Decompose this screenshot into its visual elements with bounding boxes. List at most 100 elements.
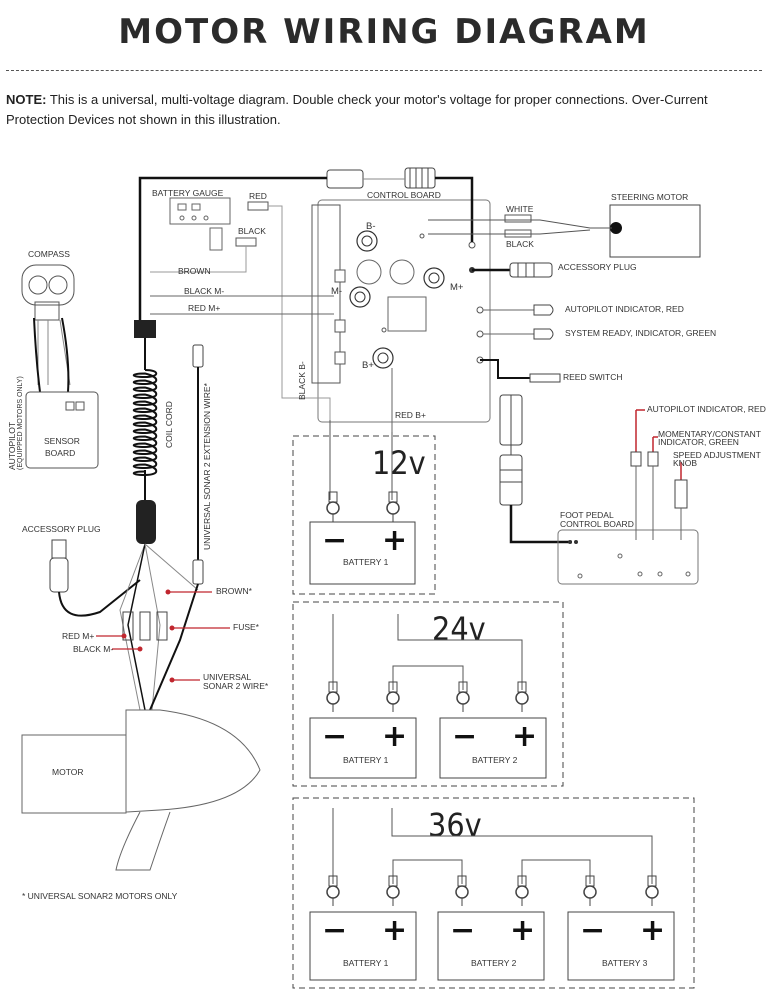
motor-label: MOTOR [52,767,83,777]
title-divider [6,70,762,71]
terminal-ring [326,885,340,899]
terminal-ring [515,691,529,705]
b-minus-label: B- [366,221,376,232]
battery-12-1-label: BATTERY 1 [343,557,389,567]
steering-motor: STEERING MOTOR WHITE BLACK [428,192,701,258]
section-36v: 36v − + BATTERY 1 − + BATTERY 2 − + BATT… [292,797,695,989]
us2-extension: UNIVERSAL SONAR 2 EXTENSION WIRE* [192,344,212,585]
sensor-board-label-2: BOARD [45,448,75,458]
battery-36-3: − + BATTERY 3 [567,911,675,981]
fuse-star-label: FUSE* [233,622,260,632]
red-m-plus-label: RED M+ [188,303,220,313]
compass: COMPASS [21,249,75,393]
terminal-ring [645,885,659,899]
accessory-plug-right-label: ACCESSORY PLUG [558,262,637,272]
b-plus-label: B+ [362,360,374,371]
motor-harness: BROWN* FUSE* RED M+ BLACK M- UNIVERSAL S… [62,543,269,711]
foot-pedal-board: FOOT PEDAL CONTROL BOARD AUTOPILOT INDIC… [557,404,766,585]
system-ready-label: SYSTEM READY, INDICATOR, GREEN [565,328,716,338]
us2-wire-label-2: SONAR 2 WIRE* [203,681,269,691]
autopilot-vertical-label: AUTOPILOT [7,422,17,470]
autopilot-indicator-red-label: AUTOPILOT INDICATOR, RED [565,304,684,314]
terminal-ring [455,885,469,899]
autopilot-indicator-red-2-label: AUTOPILOT INDICATOR, RED [647,404,766,414]
terminal-ring [386,885,400,899]
battery-terminals [326,491,659,906]
battery-12-1: − + BATTERY 1 [309,521,416,585]
reed-switch-label: REED SWITCH [563,372,623,382]
foot-pedal-label-2: CONTROL BOARD [560,519,634,529]
autopilot-vertical-sub-label: (EQUIPPED MOTORS ONLY) [17,376,24,470]
red-m-plus-left-label: RED M+ [62,631,94,641]
plus-sign: + [382,523,407,558]
top-connectors [138,167,474,320]
board-wires: BROWN BLACK M- RED M+ CONTROL BOARD B- M… [150,190,464,432]
terminal-sleeve [388,491,398,503]
volt-12-label: 12v [372,444,426,482]
control-board [311,199,491,423]
terminal-ring [386,501,400,515]
coil-cord: COIL CORD [132,320,174,544]
battery-24-2: − + BATTERY 2 [439,717,547,779]
minus-sign: − [322,719,347,754]
plus-sign: + [382,719,407,754]
brown-label: BROWN [178,266,211,276]
black-b-minus-label: BLACK B- [297,361,307,400]
speed-label-1: SPEED ADJUSTMENT [673,450,761,460]
volt-36-label: 36v [428,806,482,844]
battery-36-1-label: BATTERY 1 [343,958,389,968]
page-title: MOTOR WIRING DIAGRAM [118,12,650,52]
section-12v: 12v − + BATTERY 1 [292,420,436,595]
note-label: NOTE: [6,92,47,107]
battery-24-1-label: BATTERY 1 [343,755,389,765]
battery-36-2-label: BATTERY 2 [471,958,517,968]
brown-star-label: BROWN* [216,586,253,596]
accessory-plug-right: ACCESSORY PLUG [472,262,637,278]
terminal-ring [583,885,597,899]
white-label: WHITE [506,204,534,214]
speed-label-2: KNOB [673,458,697,468]
terminal-ring [386,691,400,705]
gauge-red-label: RED [249,191,267,201]
minus-sign: − [452,719,477,754]
minus-sign: − [322,913,347,948]
terminal-ring [326,501,340,515]
accessory-plug-left-label: ACCESSORY PLUG [22,524,101,534]
volt-24-label: 24v [432,610,486,648]
sensor-board-label-1: SENSOR [44,436,80,446]
terminal-ring [326,691,340,705]
terminal-ring [515,885,529,899]
black-m-minus-left-label: BLACK M- [73,644,113,654]
momentary-label-2: INDICATOR, GREEN [658,437,739,447]
terminal-ring [456,691,470,705]
note-body: This is a universal, multi-voltage diagr… [6,92,708,127]
m-plus-label: M+ [450,282,464,293]
momentary-label-1: MOMENTARY/CONSTANT [658,429,761,439]
battery-24-1: − + BATTERY 1 [309,717,417,779]
foot-pedal-label-1: FOOT PEDAL [560,510,614,520]
trolling-motor: MOTOR [21,709,261,871]
gauge-black-label: BLACK [238,226,266,236]
minus-sign: − [322,523,347,558]
control-board-label: CONTROL BOARD [367,190,441,200]
coil-cord-label: COIL CORD [164,401,174,448]
accessory-plug-left: ACCESSORY PLUG [22,524,141,617]
sensor-board: SENSOR BOARD AUTOPILOT (EQUIPPED MOTORS … [7,376,99,470]
plus-sign: + [512,719,537,754]
battery-36-3-label: BATTERY 3 [602,958,648,968]
black-label: BLACK [506,239,534,249]
foot-pedal-cable [499,394,572,544]
battery-gauge: BATTERY GAUGE RED BLACK [150,188,331,420]
indicators: AUTOPILOT INDICATOR, RED SYSTEM READY, I… [480,304,716,383]
us2-wire-label-1: UNIVERSAL [203,672,251,682]
battery-gauge-label: BATTERY GAUGE [152,188,224,198]
minus-sign: − [450,913,475,948]
us2-extension-label: UNIVERSAL SONAR 2 EXTENSION WIRE* [202,382,212,550]
plus-sign: + [382,913,407,948]
battery-36-2: − + BATTERY 2 [437,911,545,981]
plus-sign: + [510,913,535,948]
black-m-minus-label: BLACK M- [184,286,224,296]
compass-label: COMPASS [28,249,70,259]
plus-sign: + [640,913,665,948]
